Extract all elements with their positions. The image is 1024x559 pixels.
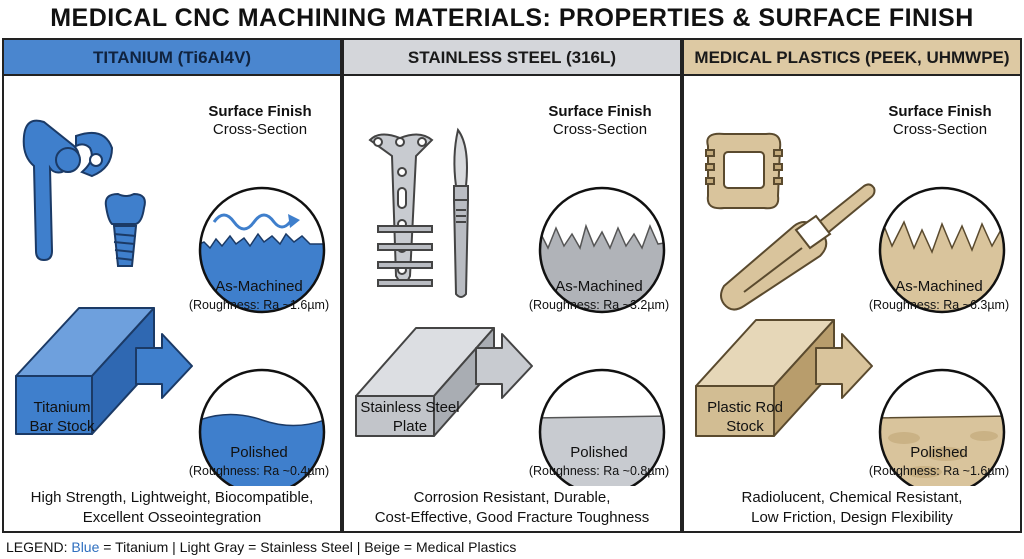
legend-text: = Titanium | Light Gray = Stainless Stee… xyxy=(99,539,517,555)
scalpel-icon xyxy=(452,127,470,298)
polished-cross-section-icon xyxy=(538,368,666,486)
surface-finish-title: Surface Finish xyxy=(888,103,992,120)
legend: LEGEND: Blue = Titanium | Light Gray = S… xyxy=(6,537,516,557)
bone-plate-icon xyxy=(368,133,434,287)
page-title: MEDICAL CNC MACHINING MATERIALS: PROPERT… xyxy=(50,4,974,32)
properties-line1: Corrosion Resistant, Durable, xyxy=(413,489,611,506)
as-machined-cross-section-icon xyxy=(198,186,326,314)
as-machined-roughness: (Roughness: Ra ~3.2µm) xyxy=(528,298,670,312)
as-machined-label: As-Machined xyxy=(215,278,303,295)
medical-plastics-properties: Radiolucent, Chemical Resistant, Low Fri… xyxy=(684,488,1020,528)
stock-label-line2: Plate xyxy=(392,418,428,435)
titanium-header: TITANIUM (Ti6Al4V) xyxy=(4,40,340,76)
stainless-steel-header: STAINLESS STEEL (316L) xyxy=(344,40,680,76)
stock-label-line1: Stainless Steel xyxy=(360,399,460,416)
plate-stock-icon xyxy=(355,327,495,437)
as-machined-label: As-Machined xyxy=(895,278,983,295)
stainless-steel-panel: STAINLESS STEEL (316L) xyxy=(342,38,682,533)
legend-prefix: LEGEND: xyxy=(6,539,72,555)
properties-line1: Radiolucent, Chemical Resistant, xyxy=(741,489,963,506)
surgical-instrument-icon xyxy=(720,183,876,311)
as-machined-cross-section-icon xyxy=(538,186,666,314)
titanium-properties: High Strength, Lightweight, Biocompatibl… xyxy=(4,488,340,528)
stock-label-line2: Bar Stock xyxy=(29,418,95,435)
arrow-icon xyxy=(475,333,533,399)
medical-plastics-header: MEDICAL PLASTICS (PEEK, UHMWPE) xyxy=(684,40,1020,76)
medical-plastics-panel: MEDICAL PLASTICS (PEEK, UHMWPE) xyxy=(682,38,1022,533)
titanium-illustrations xyxy=(15,119,326,486)
as-machined-cross-section-icon xyxy=(878,186,1006,314)
stainless-steel-properties: Corrosion Resistant, Durable, Cost-Effec… xyxy=(344,488,680,528)
hip-implant-icon xyxy=(22,119,114,262)
stock-label-line1: Plastic Rod xyxy=(707,399,783,416)
as-machined-roughness: (Roughness: Ra ~1.6µm) xyxy=(188,298,330,312)
stainless-steel-illustrations xyxy=(355,127,666,486)
stock-label-line1: Titanium xyxy=(33,399,91,416)
titanium-panel: TITANIUM (Ti6Al4V) xyxy=(2,38,342,533)
properties-line2: Excellent Osseointegration xyxy=(82,509,262,526)
legend-blue: Blue xyxy=(71,539,100,555)
as-machined-roughness: (Roughness: Ra ~6.3µm) xyxy=(868,298,1010,312)
polished-label: Polished xyxy=(570,444,628,461)
arrow-icon xyxy=(815,333,873,399)
properties-line2: Cost-Effective, Good Fracture Toughness xyxy=(374,509,650,526)
properties-line2: Low Friction, Design Flexibility xyxy=(751,509,953,526)
arrow-icon xyxy=(135,333,193,399)
bar-stock-icon xyxy=(15,307,155,435)
stock-label-line2: Stock xyxy=(726,418,764,435)
properties-line1: High Strength, Lightweight, Biocompatibl… xyxy=(30,489,314,506)
cross-section-label: Cross-Section xyxy=(212,121,308,138)
surface-finish-title: Surface Finish xyxy=(548,103,652,120)
polished-roughness: (Roughness: Ra ~0.8µm) xyxy=(528,464,670,478)
polished-cross-section-icon xyxy=(878,368,1006,486)
polished-cross-section-icon xyxy=(198,368,326,486)
spinal-cage-icon xyxy=(705,132,783,210)
medical-plastics-illustrations xyxy=(695,132,1006,486)
polished-label: Polished xyxy=(910,444,968,461)
cross-section-label: Cross-Section xyxy=(892,121,988,138)
surface-finish-title: Surface Finish xyxy=(208,103,312,120)
polished-roughness: (Roughness: Ra ~0.4µm) xyxy=(188,464,330,478)
dental-implant-icon xyxy=(104,192,146,267)
as-machined-label: As-Machined xyxy=(555,278,643,295)
polished-roughness: (Roughness: Ra ~1.6µm) xyxy=(868,464,1010,478)
polished-label: Polished xyxy=(230,444,288,461)
cross-section-label: Cross-Section xyxy=(552,121,648,138)
